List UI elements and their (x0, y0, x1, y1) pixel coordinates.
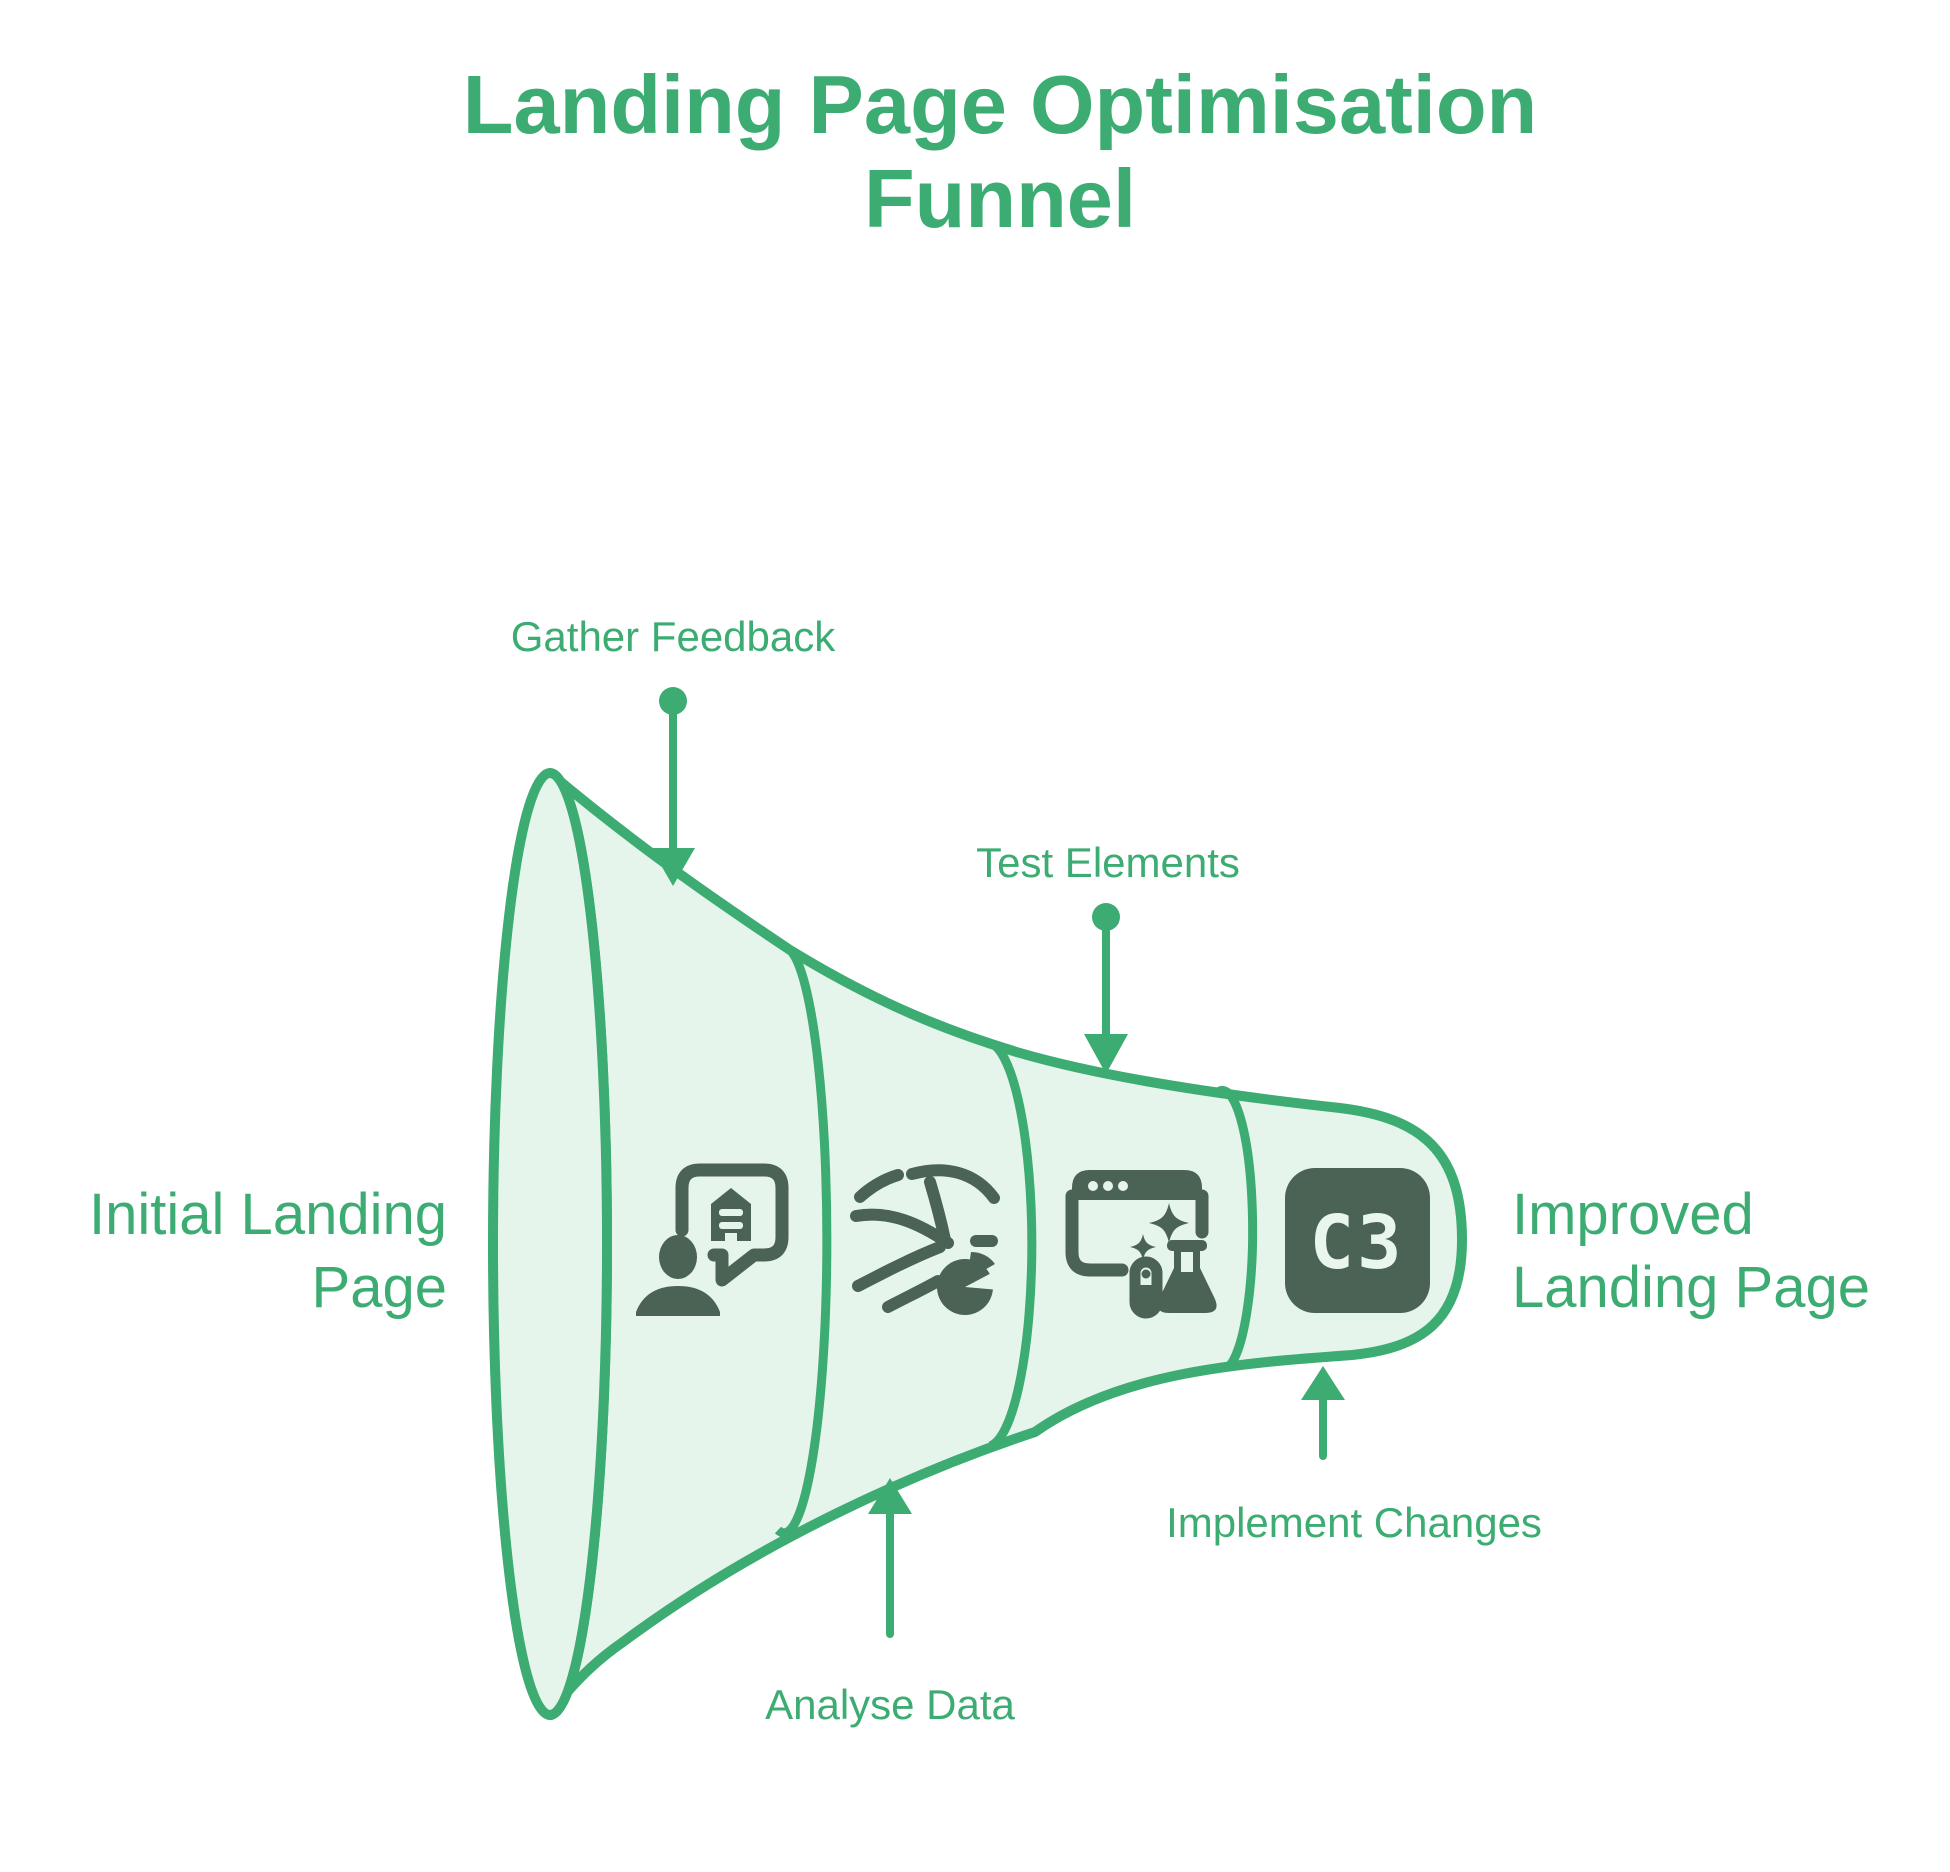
page-title: Landing Page Optimisation Funnel (463, 58, 1537, 246)
c3-badge-icon: C3 (1285, 1168, 1430, 1313)
stage-divider-1 (774, 946, 832, 1538)
initial-landing-page-label: Initial Landing Page (89, 1178, 447, 1324)
implement-changes-arrow (1301, 1366, 1345, 1460)
c3-badge-text: C3 (1309, 1200, 1404, 1286)
person-feedback-icon (636, 1163, 789, 1316)
improved-landing-page-line1: Improved (1512, 1182, 1754, 1247)
callout-implement-changes: Implement Changes (1166, 1499, 1542, 1546)
callout-gather-feedback: Gather Feedback (510, 613, 836, 660)
analyse-data-arrow (868, 1478, 912, 1638)
improved-landing-page-label: Improved Landing Page (1512, 1178, 1870, 1324)
page-title-line1: Landing Page Optimisation (462, 58, 1538, 151)
callout-analyse-data: Analyse Data (765, 1681, 1015, 1728)
stage-divider-3 (1215, 1085, 1258, 1372)
test-elements-arrow (1084, 903, 1128, 1074)
gather-feedback-arrow (651, 687, 695, 886)
initial-landing-page-line1: Initial Landing (89, 1182, 447, 1247)
funnel-mouth (488, 768, 612, 1720)
stage-divider-2 (988, 1038, 1037, 1451)
callout-test-elements: Test Elements (976, 839, 1240, 886)
airflow-pie-chart-icon (850, 1164, 1000, 1315)
improved-landing-page-line2: Landing Page (1512, 1255, 1870, 1320)
page-title-line2: Funnel (863, 152, 1137, 245)
initial-landing-page-line2: Page (311, 1255, 447, 1320)
browser-experiment-icon (1065, 1170, 1217, 1319)
